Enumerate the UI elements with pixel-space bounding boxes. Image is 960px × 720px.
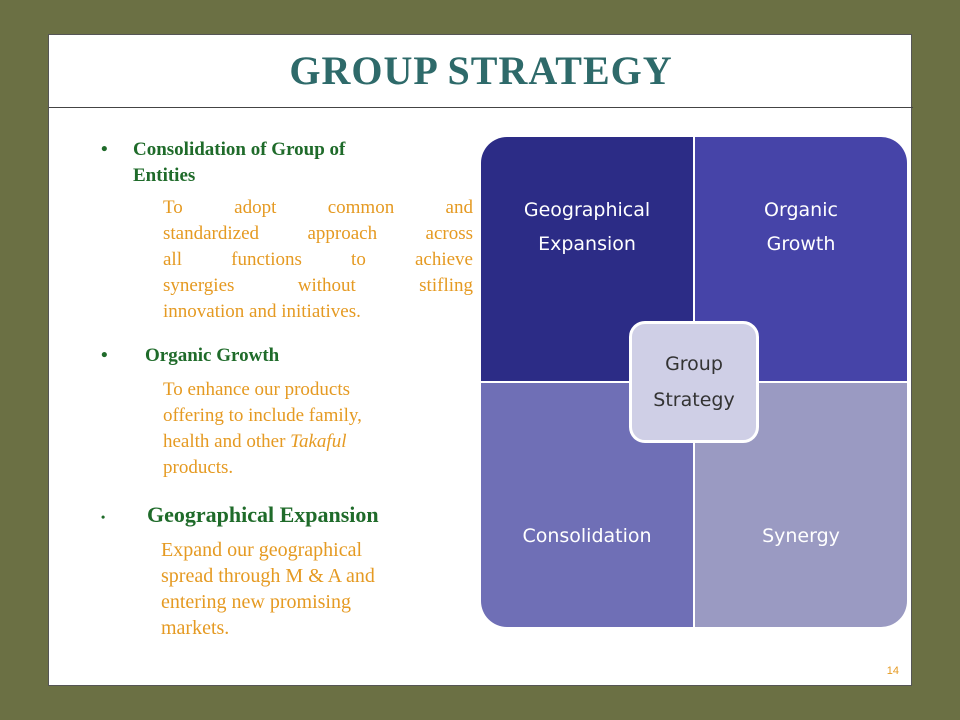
page-number: 14 [886,665,899,677]
bullet-body-consolidation: To adopt common and standardized approac… [163,195,473,325]
bullet-body-organic-growth: To enhance our products offering to incl… [163,377,473,481]
takaful-italic: Takaful [290,431,347,452]
bullet-heading-line1: Consolidation of Group of [133,139,346,160]
quadrant-label: Consolidation [522,525,652,547]
center-group-strategy: Group Strategy [629,321,759,443]
body-line: spread through M & A and [161,565,375,587]
body-line: innovation and initiatives. [163,301,361,322]
bullet-heading: Organic Growth [145,345,280,366]
body-line: synergies without stifling [163,275,473,296]
body-line: markets. [161,617,230,639]
bullet-heading-line2: Entities [133,165,196,186]
center-label: Strategy [653,389,735,411]
body-line: products. [163,457,234,478]
body-line: offering to include family, [163,405,362,426]
title-divider [49,107,913,108]
body-line: To adopt common and [163,197,473,218]
body-line: entering new promising [161,591,351,613]
bullet-body-geographical-expansion: Expand our geographical spread through M… [161,537,471,641]
bullet-dot: • [101,139,108,160]
body-line: standardized approach across [163,223,473,244]
body-line: health and other Takaful [163,429,473,455]
quadrant-label: Growth [766,233,836,255]
bullet-heading: Geographical Expansion [147,502,379,527]
center-label: Group [665,353,723,375]
quadrant-label: Expansion [538,233,636,255]
body-text: health and other [163,431,291,452]
body-line: all functions to achieve [163,249,473,270]
body-line: To enhance our products [163,379,351,400]
quadrant-label: Organic [764,199,838,221]
body-line: Expand our geographical [161,539,363,561]
quadrant-label: Geographical [523,199,651,221]
slide-title: GROUP STRATEGY [289,48,673,93]
bullet-dot: • [101,510,106,524]
quadrant-label: Synergy [762,525,840,547]
slide: GROUP STRATEGY • Consolidation of Group … [48,34,913,686]
bullet-dot: • [101,345,108,366]
